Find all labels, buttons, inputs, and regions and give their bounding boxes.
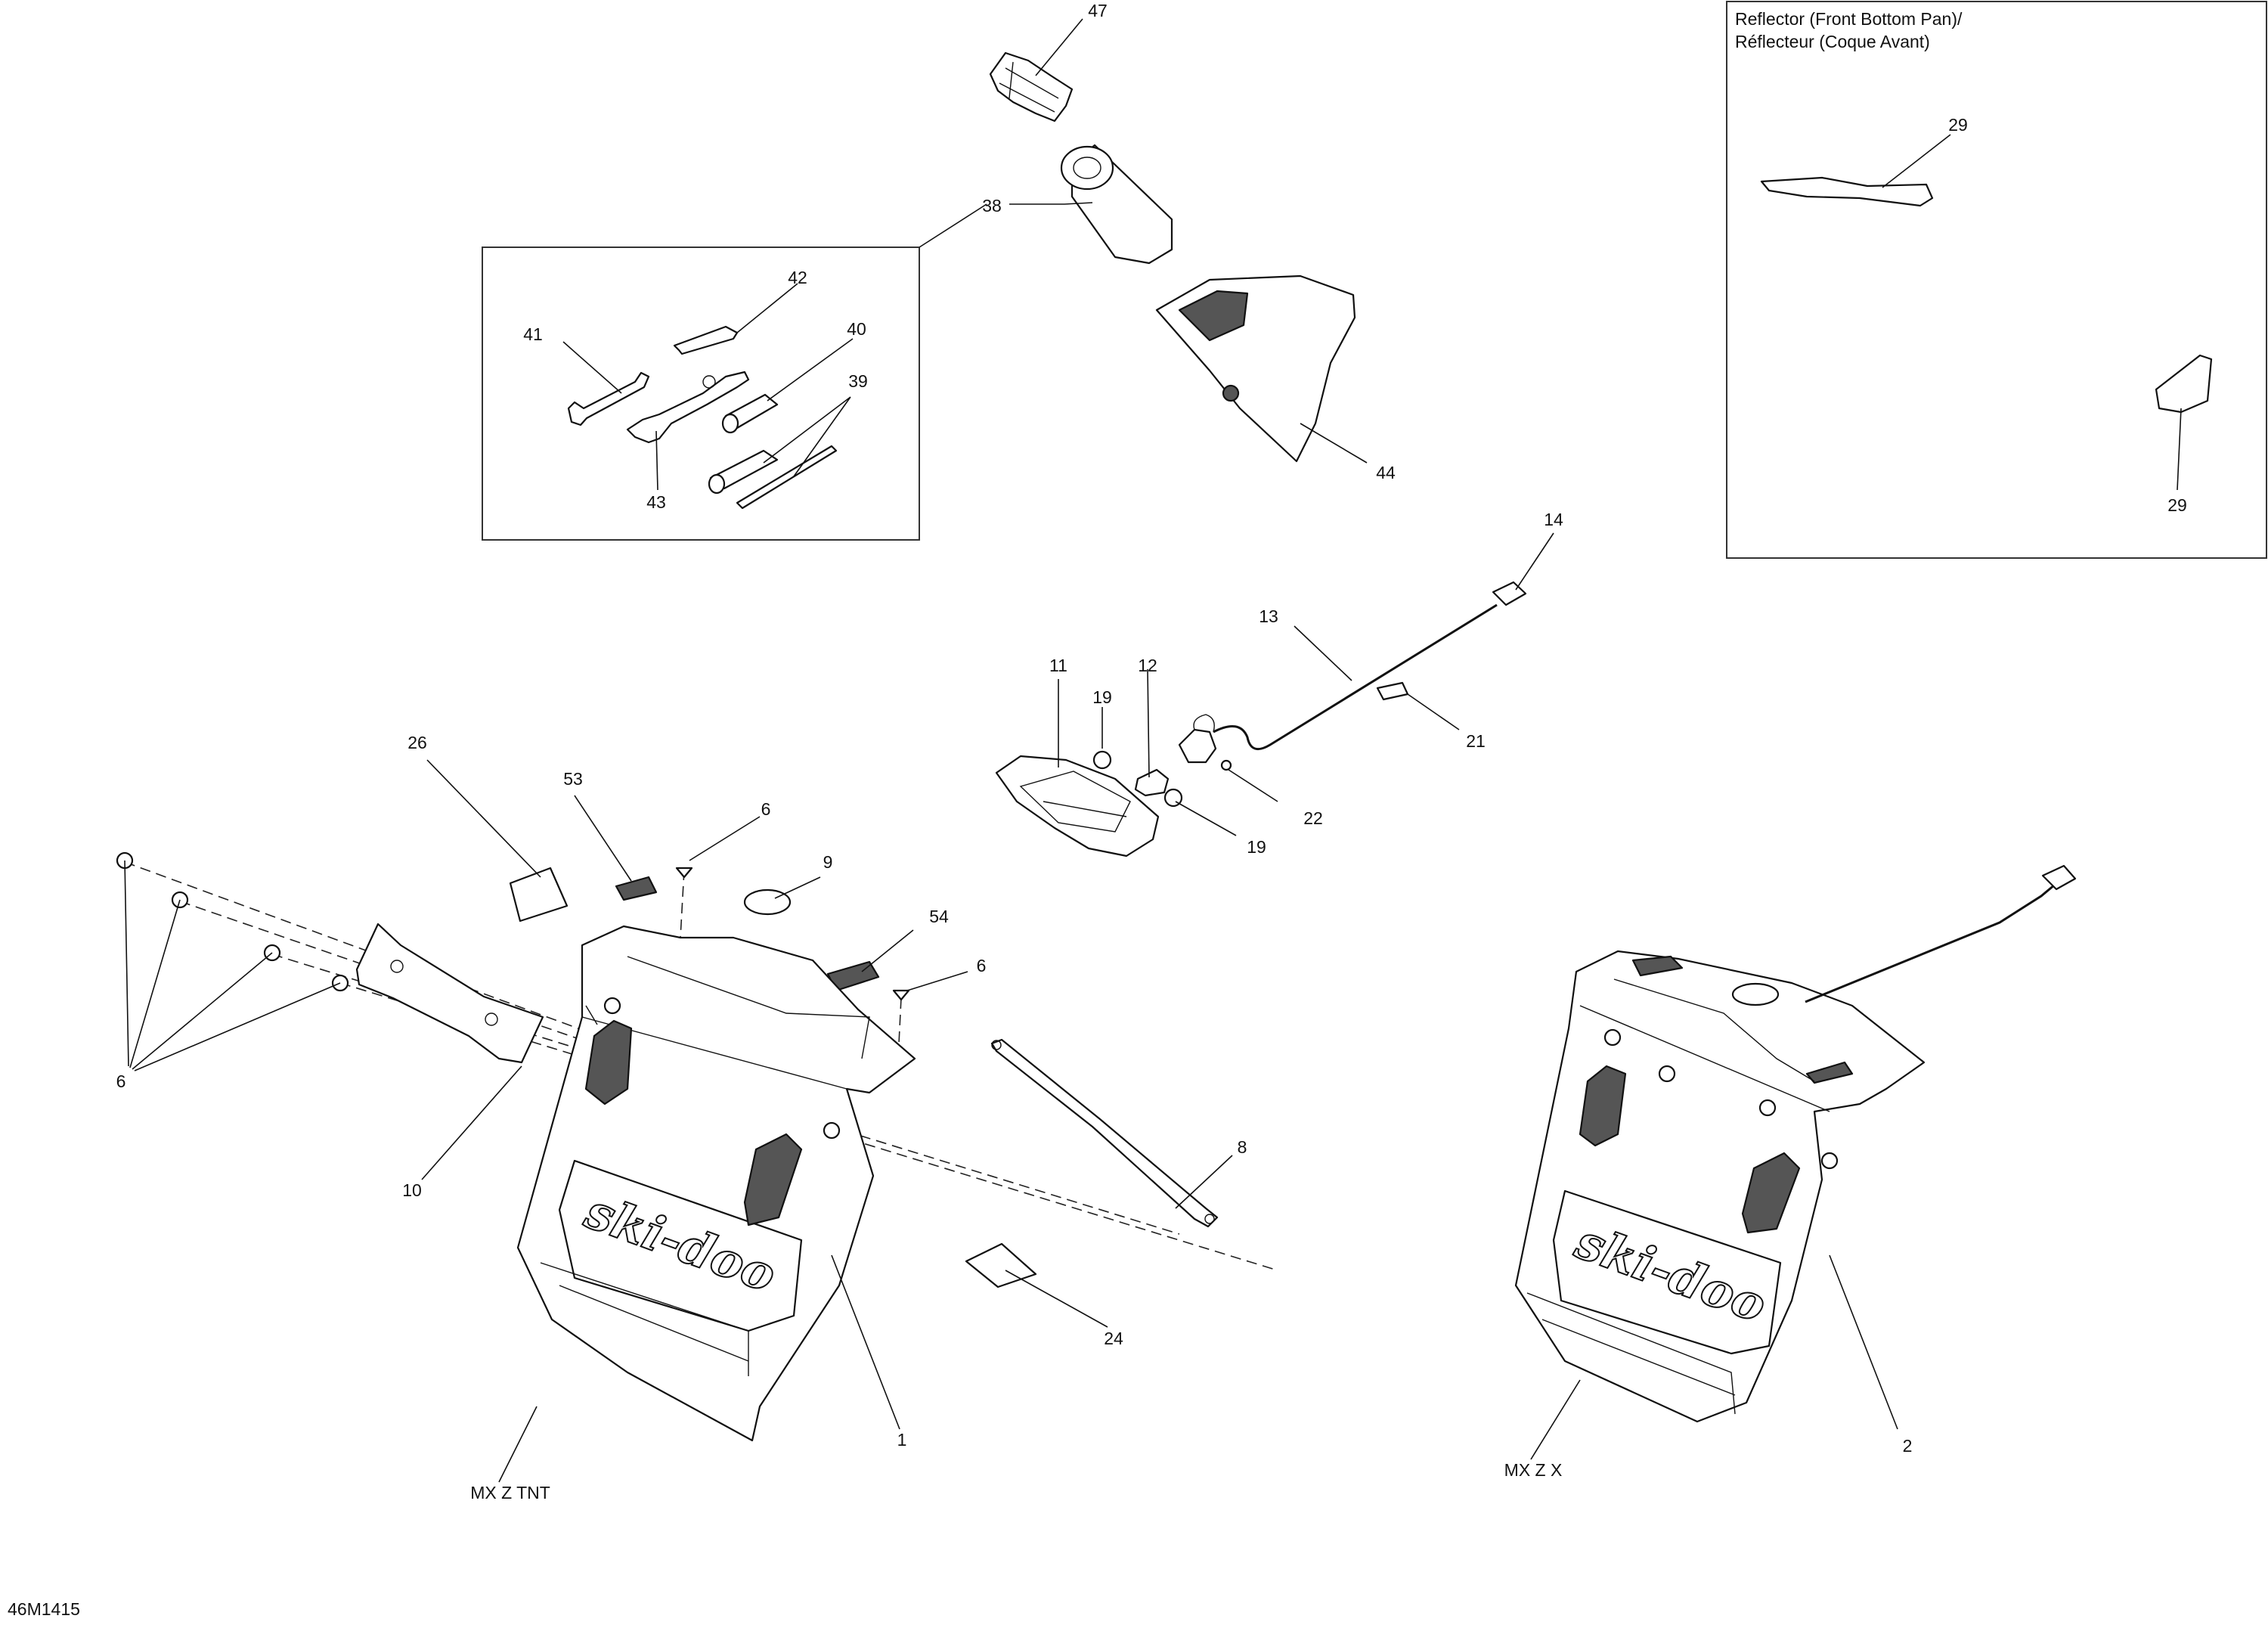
callout-19a: 19: [1092, 687, 1112, 707]
support-rod-icon: [990, 1038, 1219, 1228]
right-harness: [1805, 864, 2077, 1003]
callout-42: 42: [788, 268, 807, 287]
reflector-frame: [1726, 1, 2267, 559]
callout-54: 54: [929, 907, 949, 926]
barcode-decal-icon: [615, 876, 658, 901]
callout-53: 53: [563, 769, 583, 789]
clip-holder-icon: [989, 51, 1074, 122]
hex-key-icon: [673, 325, 739, 355]
callout-12: 12: [1138, 656, 1157, 675]
storage-tube-icon: [1060, 144, 1173, 265]
variant-label-left: MX Z TNT: [470, 1483, 550, 1502]
callout-24: 24: [1104, 1329, 1123, 1348]
leader-lines: [124, 18, 2182, 1483]
reflector-long: [1760, 176, 1934, 207]
callout-44: 44: [1376, 463, 1396, 482]
callout-21: 21: [1466, 731, 1486, 751]
tool-kit-frame: [482, 247, 920, 541]
callout-47: 47: [1088, 1, 1108, 20]
callout-41: 41: [523, 324, 543, 344]
tail-light-icon: [995, 755, 1160, 857]
socket-icon: [1178, 714, 1217, 764]
snowflap-right-icon: ski-doo: [1514, 950, 1926, 1423]
decal-24-icon: [965, 1242, 1037, 1288]
variant-label-right: MX Z X: [1504, 1460, 1563, 1480]
callout-6c: 6: [116, 1071, 126, 1091]
callout-19b: 19: [1247, 837, 1266, 857]
screwdriver-icon: [708, 445, 838, 510]
callout-6a: 6: [761, 799, 771, 819]
emblem-icon: [743, 888, 792, 916]
reflector-group: Reflector (Front Bottom Pan)/ Réflecteur…: [1726, 1, 2267, 559]
callout-14: 14: [1544, 510, 1563, 529]
bulb-icon: [1134, 768, 1170, 797]
callout-1: 1: [897, 1430, 907, 1450]
tool-kit-group: [482, 247, 920, 541]
callout-22: 22: [1303, 808, 1323, 828]
callout-29a: 29: [1948, 115, 1968, 135]
diagram-code: 46M1415: [8, 1599, 80, 1619]
callout-2: 2: [1903, 1436, 1913, 1456]
callout-9: 9: [823, 852, 833, 872]
reflector-short: [2155, 354, 2213, 414]
callout-38: 38: [982, 196, 1002, 216]
callout-40: 40: [847, 319, 866, 339]
callout-39: 39: [848, 371, 868, 391]
rear-housing-icon: [1155, 274, 1356, 463]
fuse-puller-icon: [721, 393, 779, 434]
callout-43: 43: [646, 492, 666, 512]
callout-10: 10: [402, 1180, 422, 1200]
snowflap-left-icon: ski-doo: [516, 925, 916, 1442]
callout-6b: 6: [977, 956, 987, 975]
callout-11: 11: [1049, 656, 1067, 675]
callout-29b: 29: [2167, 495, 2187, 515]
spanner-icon: [626, 371, 750, 444]
side-bracket-icon: [355, 923, 544, 1064]
callout-13: 13: [1259, 606, 1278, 626]
callout-26: 26: [407, 733, 427, 752]
cover-clip-icon: [1376, 681, 1409, 701]
wrench-icon: [567, 371, 650, 426]
callout-labels: 47 38 42 41 40 39 43 44 29 29 14 13 11 1…: [116, 1, 2187, 1456]
reflector-title-1: Reflector (Front Bottom Pan)/: [1735, 9, 1963, 29]
reflector-title-2: Réflecteur (Coque Avant): [1735, 32, 1930, 51]
callout-8: 8: [1238, 1137, 1247, 1157]
